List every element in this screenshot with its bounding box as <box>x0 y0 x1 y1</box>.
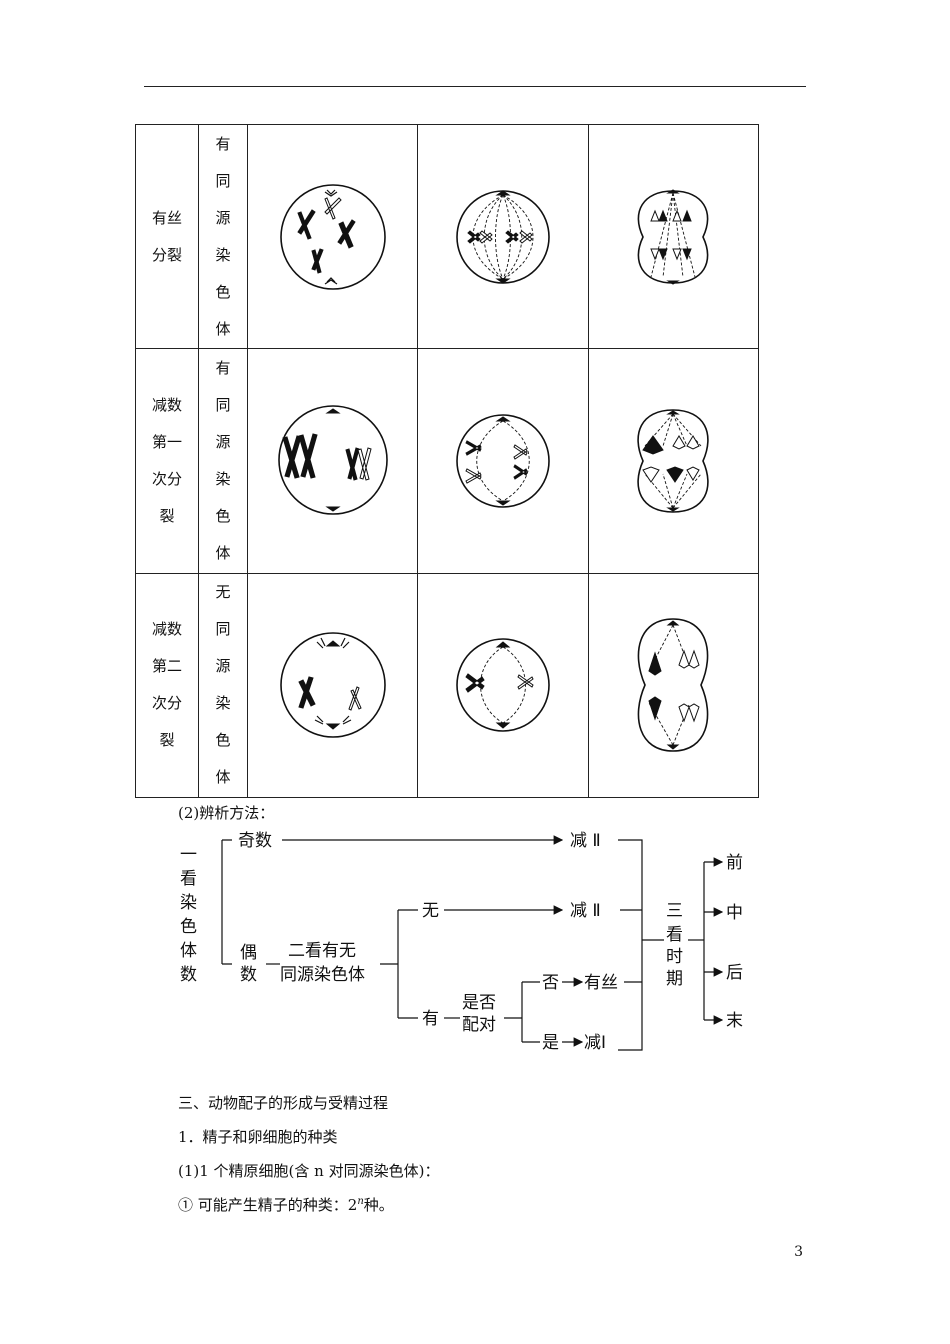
step3-char: 期 <box>666 969 683 989</box>
step3-char: 看 <box>666 925 683 945</box>
homologous-label: 无同源染色体 <box>198 572 248 799</box>
meiosis2-result-a: 减 Ⅱ <box>570 831 601 851</box>
step3-char: 时 <box>666 947 683 967</box>
yes-label: 是 <box>542 1033 559 1053</box>
section-title: 三、动物配子的形成与受精过程 <box>178 1094 389 1112</box>
mitosis-metaphase-figure <box>417 123 589 350</box>
identification-flowchart: 一 看 染 色 体 数 奇数 减 Ⅱ 偶 数 二看有无 同源染色体 无 减 Ⅱ … <box>180 831 743 1053</box>
meiosis1-metaphase-figure <box>417 348 589 574</box>
phase-label: 减数第二次分裂 <box>135 572 199 799</box>
step1-char: 体 <box>180 941 197 961</box>
page-number: 3 <box>794 1244 803 1260</box>
step3-char: 三 <box>666 901 683 921</box>
odd-label: 奇数 <box>238 831 272 851</box>
step1-char: 看 <box>180 869 197 889</box>
paired-label-line2: 配对 <box>462 1015 496 1035</box>
step1-char: 色 <box>180 917 197 937</box>
table-row: 减数第二次分裂 无同源染色体 <box>135 572 760 799</box>
step2-label-line2: 同源染色体 <box>280 965 365 985</box>
meiosis2-anaphase-figure <box>587 572 760 799</box>
phase-label: 减数第一次分裂 <box>135 348 199 574</box>
header-rule <box>144 86 806 87</box>
stage-anaphase: 后 <box>726 963 743 983</box>
stage-prophase: 前 <box>726 853 743 873</box>
none-label: 无 <box>422 901 439 921</box>
mitosis-anaphase-figure <box>587 123 760 350</box>
step2-label-line1: 二看有无 <box>288 941 356 961</box>
no-label: 否 <box>542 973 559 993</box>
mitosis-result: 有丝 <box>584 973 618 993</box>
subsection-item-detail: ① 可能产生精子的种类：2n种。 <box>178 1196 394 1214</box>
step1-char: 染 <box>180 893 197 913</box>
table-row: 减数第一次分裂 有同源染色体 <box>135 348 760 574</box>
meiosis1-result: 减Ⅰ <box>584 1033 606 1053</box>
step1-char: 一 <box>180 845 197 865</box>
stage-metaphase: 中 <box>726 903 743 923</box>
homologous-label: 有同源染色体 <box>198 348 248 574</box>
method-label: (2)辨析方法： <box>178 804 275 822</box>
meiosis2-metaphase-figure <box>417 572 589 799</box>
phase-label: 有丝分裂 <box>135 123 199 350</box>
subsection-title: 1．精子和卵细胞的种类 <box>178 1128 338 1146</box>
even-label-1: 偶 <box>240 943 257 963</box>
meiosis1-anaphase-figure <box>587 348 760 574</box>
subsection-item: (1)1 个精原细胞(含 n 对同源染色体)： <box>178 1162 440 1180</box>
meiosis1-prophase-figure <box>246 348 419 574</box>
table-row: 有丝分裂 有同源染色体 <box>135 123 760 350</box>
homologous-label: 有同源染色体 <box>198 123 248 350</box>
meiosis2-result-b: 减 Ⅱ <box>570 901 601 921</box>
meiosis2-prophase-figure <box>246 572 419 799</box>
division-comparison-table: 有丝分裂 有同源染色体 <box>135 123 760 799</box>
have-label: 有 <box>422 1009 439 1029</box>
stage-telophase: 末 <box>726 1011 743 1031</box>
mitosis-prophase-figure <box>246 123 419 350</box>
even-label-2: 数 <box>240 965 257 985</box>
paired-label-line1: 是否 <box>462 993 496 1013</box>
step1-char: 数 <box>180 965 197 985</box>
